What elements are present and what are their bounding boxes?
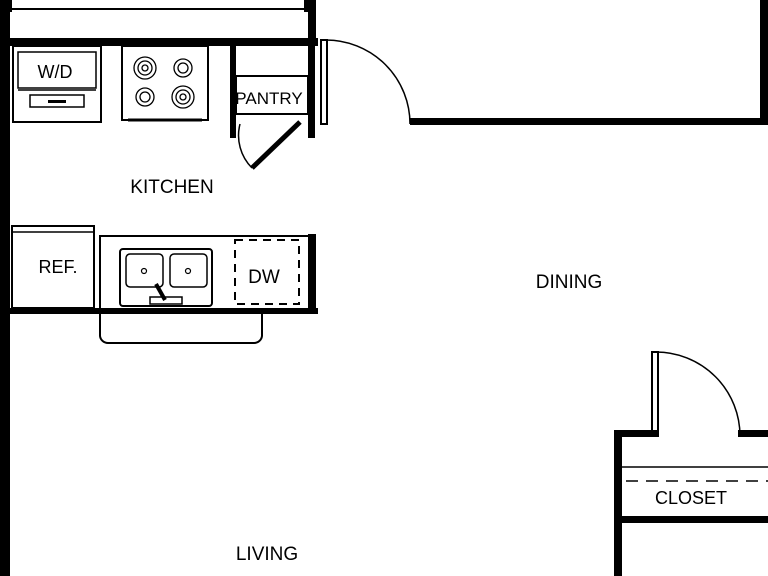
room-label-living: LIVING [236, 544, 298, 565]
wall-upper-counter [0, 38, 318, 46]
wall-closet-top-left [614, 430, 658, 437]
wall-right-upper [760, 0, 768, 125]
wall-dining-top [410, 118, 768, 125]
wall-left [0, 0, 10, 576]
room-label-kitchen: KITCHEN [130, 177, 213, 198]
wall-closet-bottom [614, 516, 768, 523]
pantry: PANTRY [230, 46, 309, 138]
wall-kitchen-partition-end [308, 234, 316, 314]
washer-dryer-label: W/D [38, 62, 73, 82]
closet: CLOSET [622, 466, 768, 508]
door-swing-icon [651, 351, 741, 437]
pantry-label: PANTRY [235, 89, 302, 108]
double-sink-icon [119, 248, 213, 307]
cooktop-icon [121, 45, 209, 122]
room-label-dining: DINING [536, 272, 603, 293]
faucet-icon [149, 283, 183, 305]
door-swing-icon [237, 120, 302, 170]
wall-pantry-right [308, 46, 315, 138]
wall-closet-left [614, 430, 622, 576]
kitchen-counter [99, 235, 311, 345]
dishwasher: DW [234, 239, 300, 305]
dishwasher-label: DW [248, 267, 280, 288]
wall-top-closet-right [304, 0, 308, 12]
room-label-closet: CLOSET [655, 488, 727, 508]
door-swing-icon [320, 39, 411, 125]
wall-pantry-right-top [308, 0, 316, 46]
wall-top-closet-bottom [8, 8, 308, 10]
washer-dryer: W/D [12, 45, 102, 123]
refrigerator: REF. [11, 225, 95, 309]
refrigerator-label: REF. [38, 257, 77, 277]
wall-closet-top-right [738, 430, 768, 437]
wall-kitchen-partition [0, 308, 318, 314]
